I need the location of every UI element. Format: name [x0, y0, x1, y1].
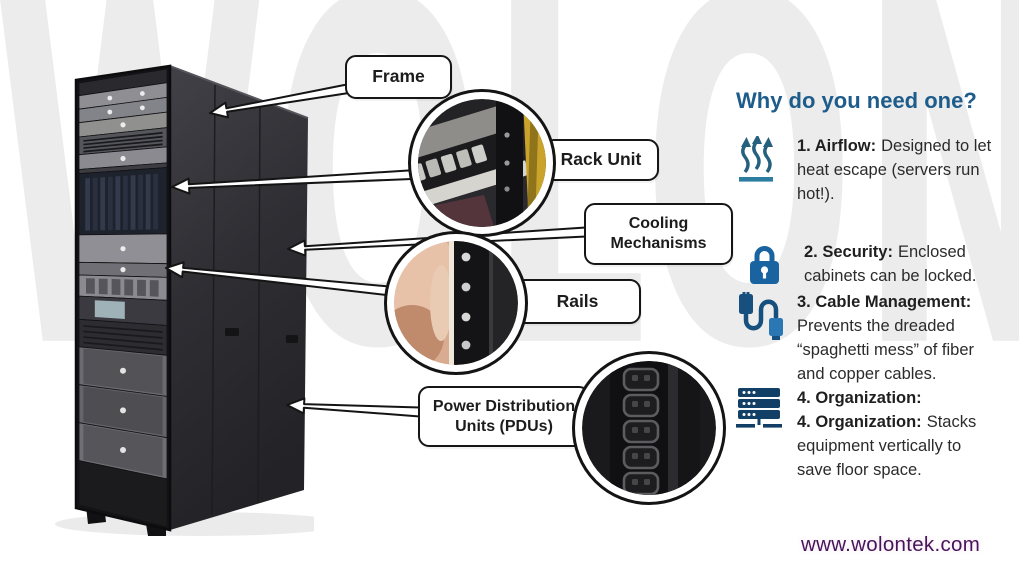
benefit-item-security: 2. Security:Enclosed cabinets can be loc…: [736, 240, 976, 288]
rails-photo-inset: [384, 231, 528, 375]
usb-cable-icon: [736, 290, 797, 386]
callout-rack-unit: Rack Unit: [543, 139, 659, 181]
lock-icon: [736, 240, 804, 288]
website-url: www.wolontek.com: [801, 533, 981, 556]
rack-unit-photo-inset: [408, 89, 556, 237]
callout-rails: Rails: [514, 279, 641, 324]
callout-pdu: Power Distribution Units (PDUs): [418, 386, 590, 447]
callout-rails-label: Rails: [556, 290, 599, 311]
airflow-icon: [736, 134, 797, 206]
benefit-item-organization: 4. Organization:: [736, 386, 922, 432]
callout-cooling-line2: Mechanisms: [610, 235, 707, 252]
benefits-panel: Why do you need one? 1. Airflow:Designed…: [736, 88, 1018, 488]
rack-equipment-units: [78, 68, 168, 528]
rack-side-panel: [170, 66, 308, 530]
server-stack-icon: [736, 386, 797, 432]
server-rack-image: [55, 64, 314, 536]
side-handle: [286, 335, 298, 343]
benefit-item-organization-2: 4. Organization:Stacks equipment vertica…: [797, 413, 977, 479]
benefit-item-cable-management: 3. Cable Management: Prevents the dreade…: [736, 290, 976, 386]
callout-pdu-line2: Units (PDUs): [455, 417, 553, 435]
callout-frame-label: Frame: [372, 66, 425, 87]
pdu-photo-inset: [572, 351, 726, 505]
callout-cooling-line1: Cooling: [628, 215, 689, 233]
benefit-item-airflow: 1. Airflow:Designed to let heat escape (…: [736, 134, 991, 206]
side-handle: [225, 328, 239, 336]
panel-title: Why do you need one?: [736, 88, 977, 113]
callout-rack-unit-label: Rack Unit: [560, 149, 642, 170]
callout-cooling-mechanisms: Cooling Mechanisms: [584, 203, 733, 265]
callout-pdu-line1: Power Distribution: [432, 397, 576, 415]
callout-frame: Frame: [345, 55, 452, 99]
